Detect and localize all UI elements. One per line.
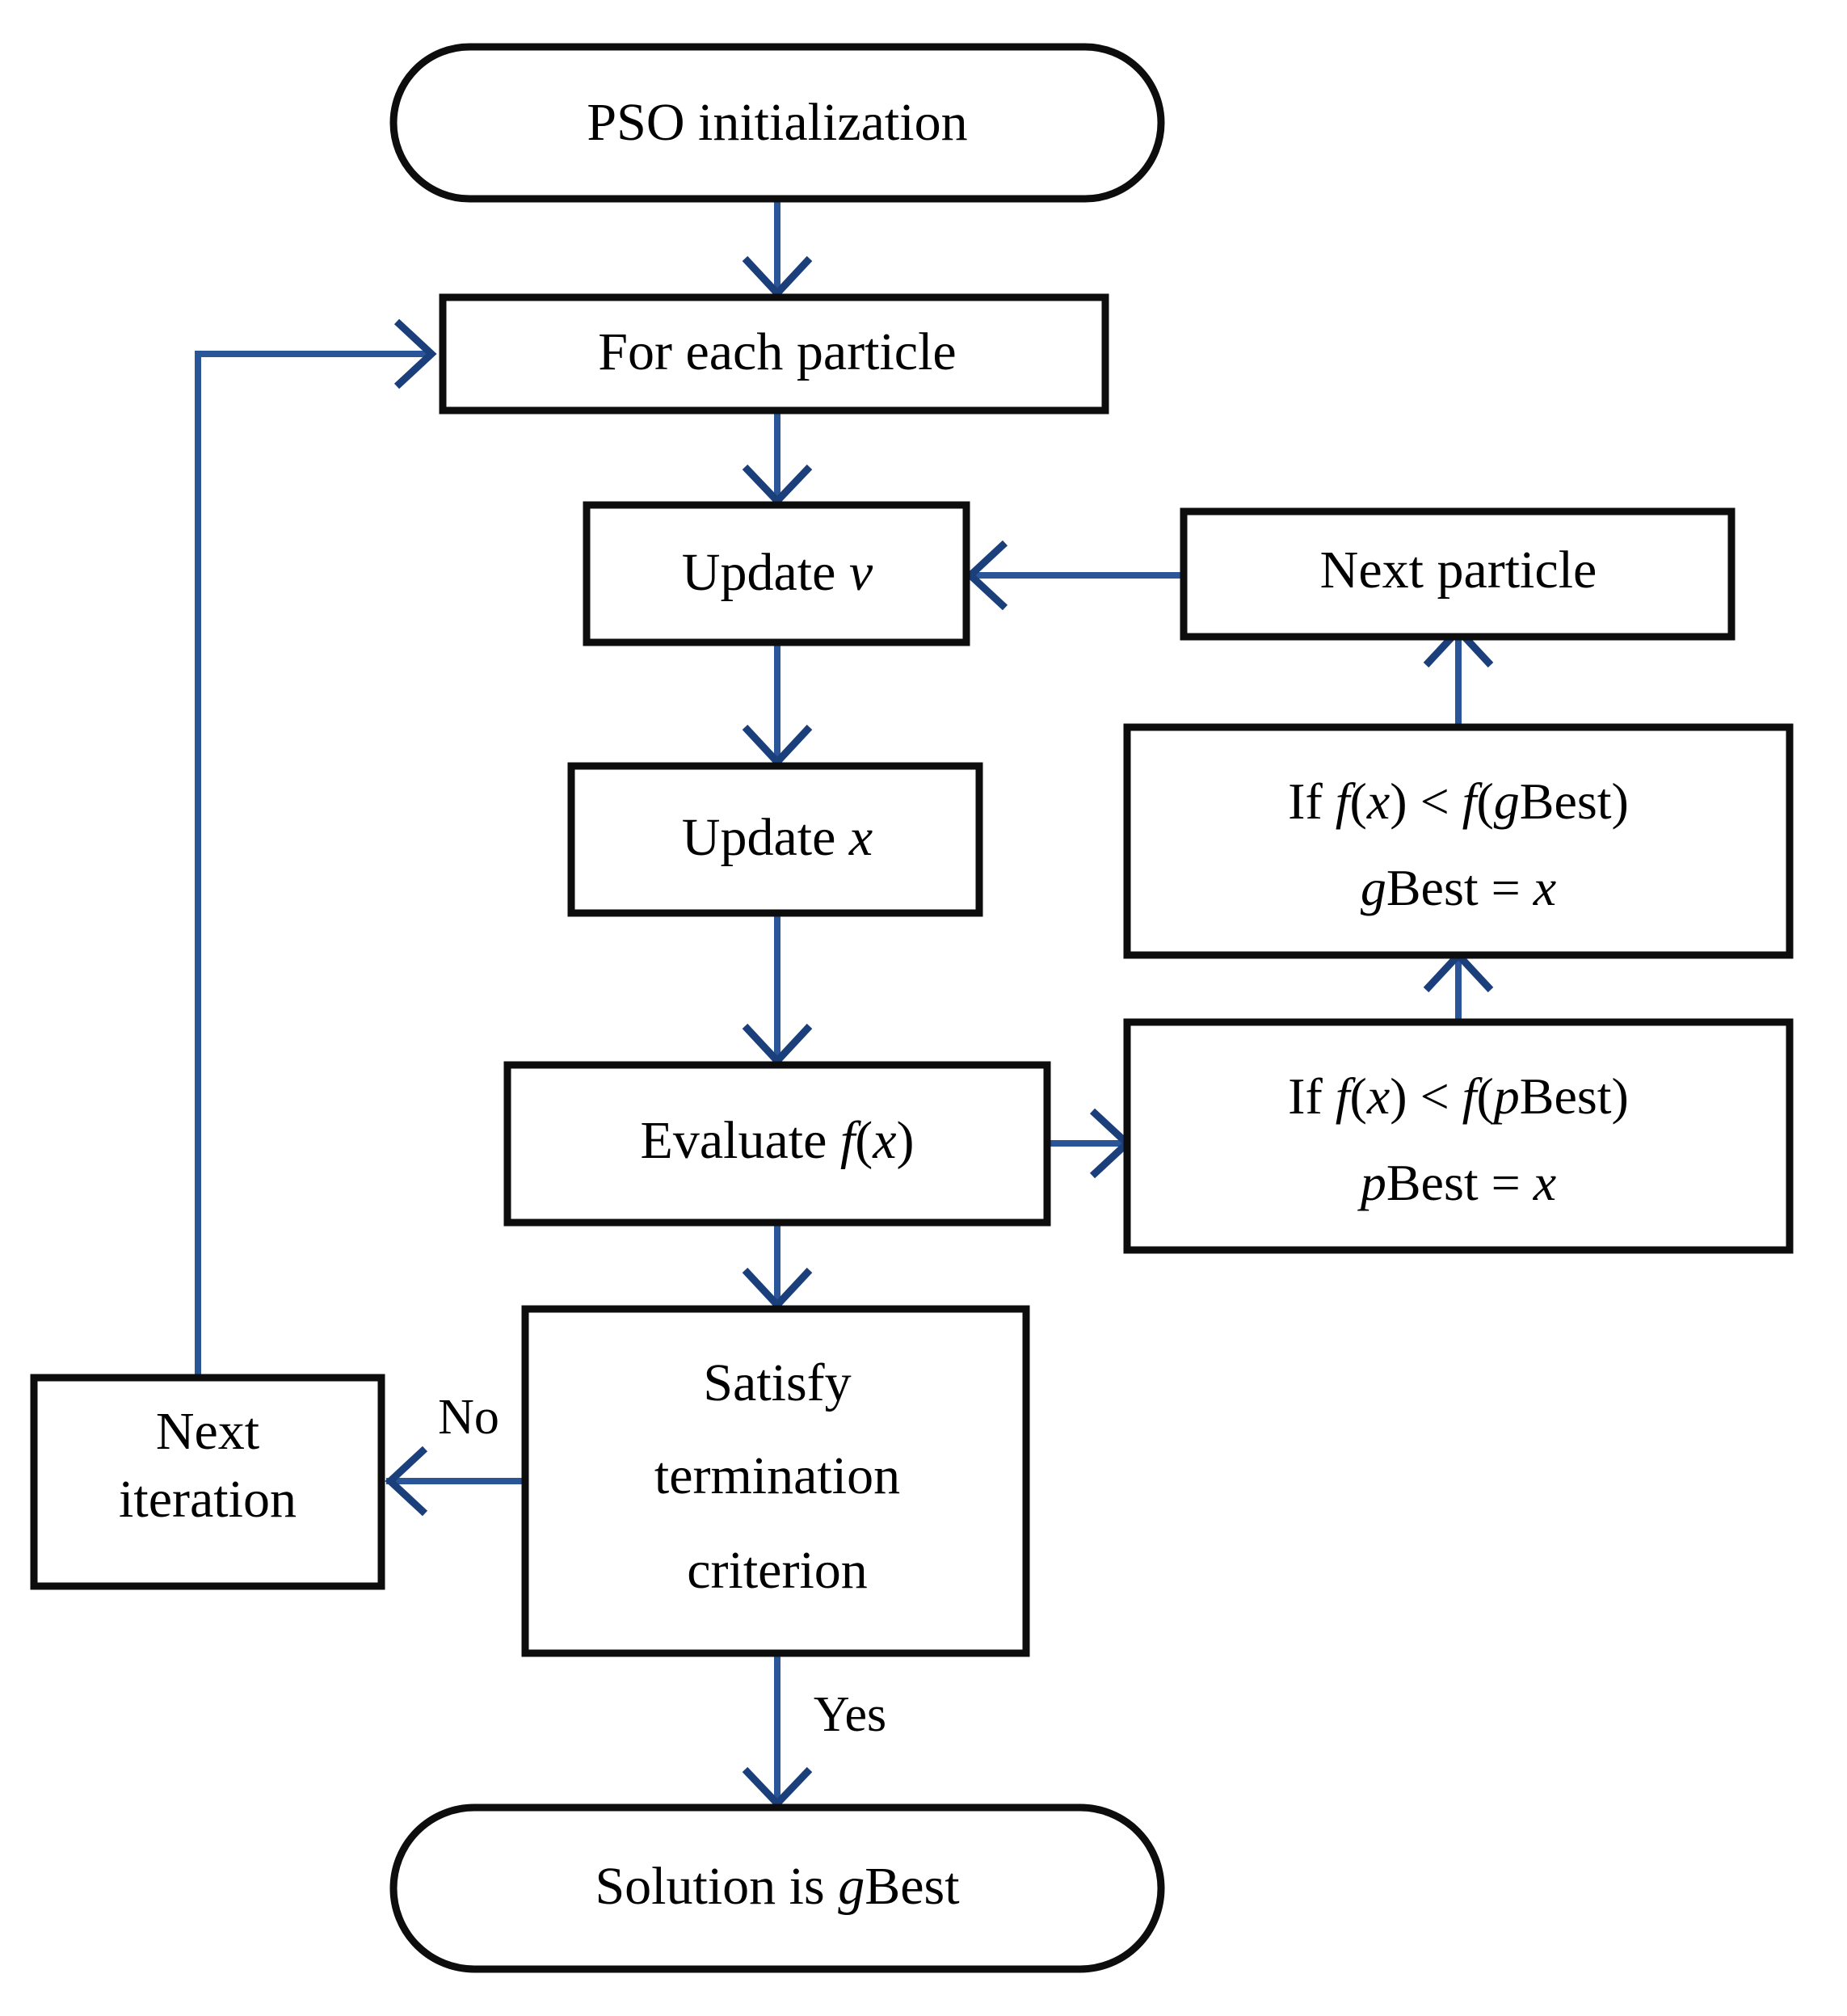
- svg-text:PSO initialization: PSO initialization: [587, 93, 967, 152]
- node-evaluate-fx[interactable]: Evaluate f(x): [503, 1061, 1051, 1227]
- node-next-iteration[interactable]: Next iteration: [30, 1374, 385, 1590]
- node-solution-prefix: Solution is: [595, 1857, 838, 1916]
- node-solution-best: Best: [865, 1857, 959, 1916]
- svg-text:For each particle: For each particle: [598, 322, 956, 381]
- node-if-gbest-lt: ) <: [1390, 772, 1462, 830]
- edge-label-yes: Yes: [814, 1687, 886, 1742]
- node-termination-criterion[interactable]: Satisfy termination criterion: [521, 1305, 1030, 1657]
- node-if-pbest-assign-p: p: [1357, 1154, 1386, 1211]
- node-if-pbest[interactable]: If f(x) < f(pBest) pBest = x: [1123, 1018, 1794, 1254]
- node-evaluate-close-paren: ): [897, 1111, 915, 1170]
- node-update-v[interactable]: Update v: [583, 501, 970, 646]
- svg-text:pBest = x: pBest = x: [1357, 1154, 1556, 1211]
- svg-text:If f(x) < f(pBest): If f(x) < f(pBest): [1288, 1067, 1629, 1125]
- edge-termination-to-next-iteration: [385, 1446, 525, 1517]
- node-if-pbest-best: Best): [1520, 1067, 1629, 1125]
- svg-text:gBest = x: gBest = x: [1361, 859, 1556, 916]
- node-if-pbest-x1: x: [1366, 1067, 1390, 1125]
- svg-text:Next particle: Next particle: [1320, 541, 1597, 600]
- node-next-particle-label: Next particle: [1320, 541, 1597, 600]
- node-solution-gbest[interactable]: Solution is gBest: [389, 1803, 1165, 1973]
- svg-text:Solution is gBest: Solution is gBest: [595, 1857, 959, 1916]
- edge-evaluate-to-termination: [742, 1223, 813, 1311]
- node-update-x-variable: x: [848, 808, 873, 867]
- node-if-gbest-g: g: [1494, 772, 1520, 830]
- node-next-iteration-line1: Next: [156, 1402, 259, 1461]
- svg-text:Update x: Update x: [682, 808, 873, 867]
- node-if-gbest-best: Best): [1520, 772, 1629, 830]
- node-if-pbest-assign-best: Best =: [1386, 1154, 1534, 1211]
- svg-text:Next: Next: [156, 1402, 259, 1461]
- node-if-pbest-if: If: [1288, 1067, 1336, 1125]
- node-if-gbest-if: If: [1288, 772, 1336, 830]
- node-termination-line1: Satisfy: [703, 1353, 851, 1412]
- node-solution-g: g: [838, 1857, 865, 1916]
- svg-text:criterion: criterion: [687, 1541, 868, 1600]
- node-if-gbest-open1: (: [1350, 772, 1367, 830]
- svg-text:Update v: Update v: [682, 543, 873, 602]
- node-if-gbest-x1: x: [1366, 772, 1390, 830]
- node-if-pbest-p: p: [1491, 1067, 1520, 1125]
- edge-for-each-to-update-v: [742, 410, 813, 507]
- edge-if-gbest-to-next-particle: [1423, 625, 1494, 727]
- edge-label-no: No: [438, 1390, 499, 1445]
- edge-update-x-to-evaluate: [742, 913, 813, 1067]
- node-update-v-variable: v: [849, 543, 873, 602]
- node-if-gbest[interactable]: If f(x) < f(gBest) gBest = x: [1123, 723, 1794, 959]
- edge-update-v-to-update-x: [742, 642, 813, 768]
- node-if-gbest-open2: (: [1476, 772, 1493, 830]
- edge-next-iteration-to-for-each: [195, 318, 437, 1378]
- svg-text:Satisfy: Satisfy: [703, 1353, 851, 1412]
- node-update-x[interactable]: Update x: [567, 762, 983, 917]
- edge-next-particle-to-update-v: [965, 540, 1184, 611]
- node-for-each-particle[interactable]: For each particle: [439, 293, 1109, 415]
- node-pso-initialization[interactable]: PSO initialization: [389, 43, 1165, 203]
- edge-evaluate-to-if-pbest: [1047, 1108, 1133, 1179]
- node-if-pbest-lt: ) <: [1390, 1067, 1462, 1125]
- node-next-particle[interactable]: Next particle: [1180, 507, 1736, 641]
- node-update-x-prefix: Update: [682, 808, 849, 867]
- node-pso-initialization-label: PSO initialization: [587, 93, 967, 152]
- node-evaluate-open-paren: (: [855, 1111, 873, 1170]
- node-evaluate-x: x: [872, 1111, 896, 1170]
- svg-text:If f(x) < f(gBest): If f(x) < f(gBest): [1288, 772, 1629, 830]
- edge-start-to-for-each: [742, 198, 813, 299]
- node-if-gbest-assign-g: g: [1361, 859, 1386, 916]
- svg-text:termination: termination: [654, 1446, 900, 1505]
- node-next-iteration-line2: iteration: [119, 1470, 297, 1529]
- node-if-pbest-open2: (: [1476, 1067, 1493, 1125]
- node-if-gbest-assign-x: x: [1533, 859, 1556, 916]
- node-if-gbest-assign-best: Best =: [1386, 859, 1534, 916]
- node-evaluate-prefix: Evaluate: [641, 1111, 840, 1170]
- svg-text:Evaluate f(x): Evaluate f(x): [641, 1111, 915, 1170]
- node-if-pbest-open1: (: [1350, 1067, 1367, 1125]
- node-update-v-prefix: Update: [682, 543, 849, 602]
- svg-text:iteration: iteration: [119, 1470, 297, 1529]
- node-if-pbest-assign-x: x: [1533, 1154, 1556, 1211]
- node-termination-line3: criterion: [687, 1541, 868, 1600]
- node-termination-line2: termination: [654, 1446, 900, 1505]
- node-for-each-particle-label: For each particle: [598, 322, 956, 381]
- edge-if-pbest-to-if-gbest: [1423, 949, 1494, 1022]
- edge-termination-to-end: [742, 1653, 813, 1809]
